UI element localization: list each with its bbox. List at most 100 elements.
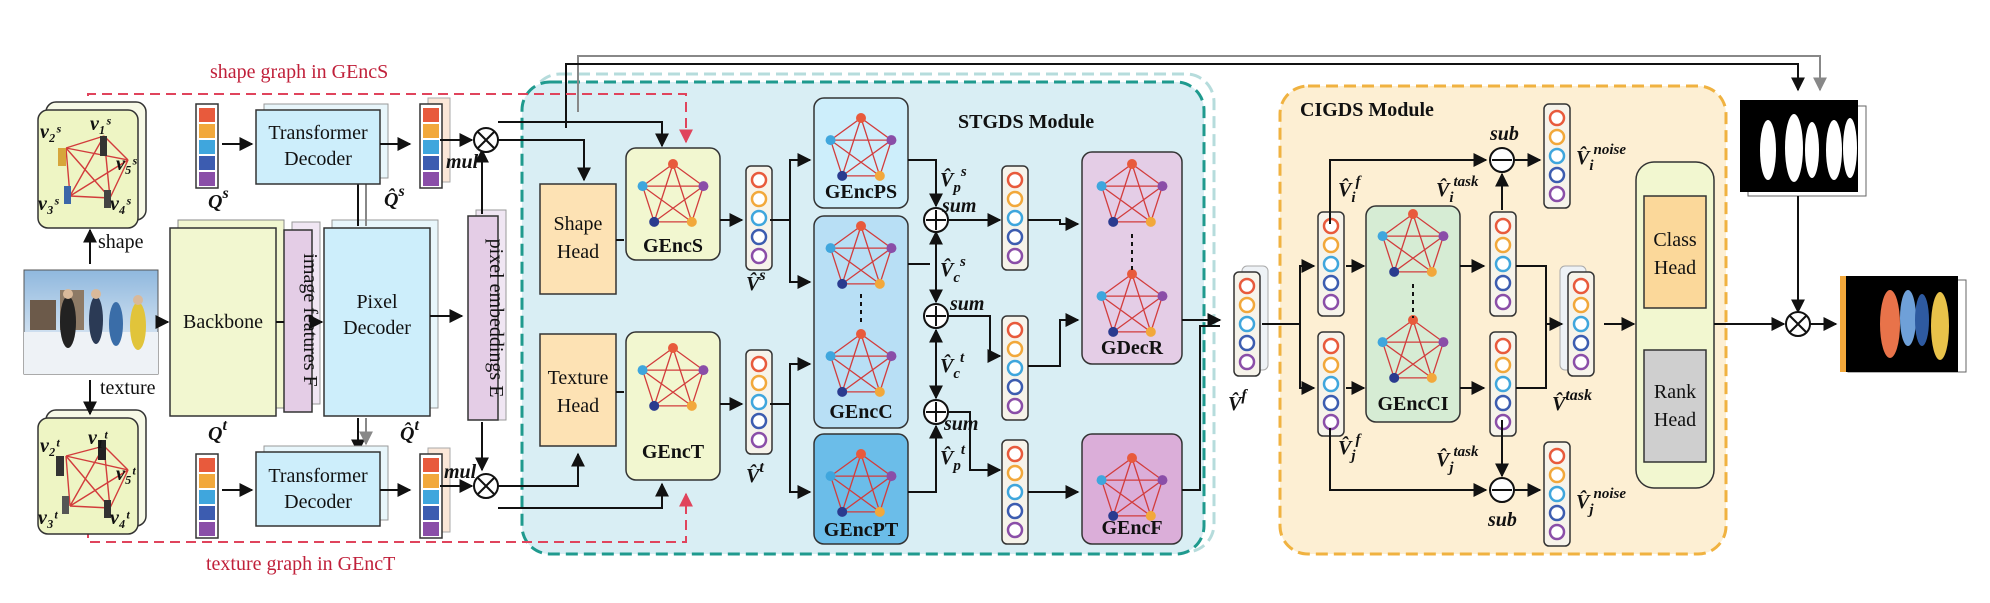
sum-label-3: sum bbox=[943, 413, 978, 435]
final-output bbox=[1840, 276, 1967, 373]
gencf-label: GEncF bbox=[1101, 517, 1162, 539]
shape-graph-label: shape graph in GEncS bbox=[210, 61, 388, 83]
graph-t-node-4: v₄ᵗ bbox=[110, 507, 131, 529]
token-stack bbox=[1559, 265, 1595, 377]
token-stack bbox=[1543, 441, 1571, 547]
texture-graph-label: texture graph in GEncT bbox=[206, 553, 395, 575]
graph-t-node-3: v₃ᵗ bbox=[38, 507, 59, 529]
label-vp-s: V̂ps bbox=[940, 164, 967, 196]
gencci-label: GEncCI bbox=[1377, 393, 1448, 415]
graph-t-node-5: v₅ᵗ bbox=[116, 463, 137, 485]
cigds-title: CIGDS Module bbox=[1300, 99, 1434, 121]
label-vp-t: V̂pt bbox=[940, 442, 966, 474]
sum-label-2: sum bbox=[949, 293, 984, 315]
gencc-label: GEncC bbox=[829, 401, 892, 423]
token-stack bbox=[419, 447, 451, 539]
token-stack bbox=[1233, 265, 1269, 377]
gencci-box bbox=[1365, 205, 1461, 423]
graph-icon bbox=[1096, 159, 1168, 227]
graph-s-node-3: v₃ˢ bbox=[38, 193, 60, 215]
token-stack bbox=[195, 103, 219, 189]
mul-label-bottom: mul bbox=[444, 461, 477, 483]
stgds-title: STGDS Module bbox=[958, 111, 1094, 133]
rank-head-label-1: Rank bbox=[1654, 381, 1696, 403]
token-stack bbox=[1001, 439, 1029, 545]
sub-label-top: sub bbox=[1489, 123, 1519, 145]
backbone-box bbox=[169, 227, 277, 417]
sum-circle-3 bbox=[923, 399, 949, 425]
query-hat-shape-label: Q̂s bbox=[384, 183, 405, 211]
shape-graph-panel: v₂ˢ v₁ˢ v₅ˢ v₃ˢ v₄ˢ bbox=[37, 101, 147, 229]
query-shape-label: Qs bbox=[208, 185, 229, 213]
texture-head-box bbox=[539, 333, 617, 447]
class-head-box bbox=[1643, 195, 1707, 309]
token-stack bbox=[1489, 211, 1517, 317]
shape-head-label-2: Head bbox=[557, 241, 599, 263]
token-stacks bbox=[195, 97, 1595, 547]
graph-icon bbox=[1377, 209, 1449, 277]
texture-graph-panel: v₂ᵗ v₁ᵗ v₅ᵗ v₃ᵗ v₄ᵗ bbox=[37, 409, 147, 535]
token-stack bbox=[195, 453, 219, 539]
rank-head-box bbox=[1643, 349, 1707, 463]
token-stack bbox=[1489, 331, 1517, 437]
token-stack bbox=[1543, 103, 1571, 209]
label-vi-task: V̂itask bbox=[1436, 174, 1479, 206]
gencs-box bbox=[625, 147, 721, 261]
mask-output bbox=[1740, 100, 1867, 197]
mul-label-top: mul bbox=[446, 151, 479, 173]
top-skip-arrow bbox=[577, 55, 1827, 112]
label-vi-f: V̂if bbox=[1338, 174, 1363, 206]
graph-icon bbox=[1377, 315, 1449, 383]
label-v-s: V̂s bbox=[746, 267, 766, 295]
graph-icon bbox=[1096, 269, 1168, 337]
texture-head-label-2: Head bbox=[557, 395, 599, 417]
graph-s-node-5: v₅ˢ bbox=[116, 153, 138, 175]
top-skip-arrow-2 bbox=[565, 63, 1805, 128]
graph-icon bbox=[825, 329, 897, 397]
token-stack bbox=[1317, 211, 1345, 317]
cigds-module bbox=[1278, 84, 1728, 556]
label-vj-task: V̂jtask bbox=[1436, 444, 1479, 476]
gencpt-label: GEncPT bbox=[824, 519, 899, 541]
sub-circle-top bbox=[1489, 147, 1515, 173]
label-v-task: V̂task bbox=[1552, 387, 1592, 415]
sum-circle-2 bbox=[923, 303, 949, 329]
sub-label-bottom: sub bbox=[1487, 509, 1517, 531]
graph-icon bbox=[825, 449, 897, 517]
graph-s-node-4: v₄ˢ bbox=[110, 193, 132, 215]
token-stack bbox=[419, 97, 451, 189]
input-image bbox=[23, 269, 159, 375]
label-vi-noise: V̂inoise bbox=[1576, 142, 1626, 174]
gencs-label: GEncS bbox=[643, 235, 703, 257]
graph-icon bbox=[825, 221, 897, 289]
transformer-decoder-top bbox=[255, 109, 381, 185]
rank-head-label-2: Head bbox=[1654, 409, 1696, 431]
gencpt-box bbox=[813, 433, 909, 545]
graph-icon bbox=[825, 113, 897, 181]
graph-s-node-1: v₁ˢ bbox=[90, 113, 112, 135]
label-vj-noise: V̂jnoise bbox=[1576, 486, 1626, 518]
graph-s-node-2: v₂ˢ bbox=[40, 121, 62, 143]
transformer-decoder-top-label-2: Decoder bbox=[284, 148, 352, 170]
mul-circle-top bbox=[473, 127, 499, 153]
token-stack bbox=[1001, 165, 1029, 271]
pixel-embeddings-box bbox=[467, 215, 499, 421]
image-features-box bbox=[283, 229, 313, 413]
gdecr-label: GDecR bbox=[1101, 337, 1164, 359]
sub-circle-bottom bbox=[1489, 477, 1515, 503]
pixel-decoder-label-2: Decoder bbox=[343, 317, 411, 339]
texture-head-label-1: Texture bbox=[548, 367, 609, 389]
transformer-decoder-bottom-label-2: Decoder bbox=[284, 491, 352, 513]
label-v-f: V̂f bbox=[1228, 387, 1248, 415]
token-stack bbox=[1317, 331, 1345, 437]
token-stack bbox=[745, 349, 773, 455]
query-texture-label: Qt bbox=[208, 417, 227, 445]
mul-circle-output bbox=[1785, 311, 1811, 337]
shape-head-box bbox=[539, 183, 617, 295]
graph-icon bbox=[637, 343, 709, 411]
graph-t-node-2: v₂ᵗ bbox=[40, 435, 61, 457]
gencps-label: GEncPS bbox=[825, 181, 897, 203]
graph-icon bbox=[1096, 453, 1168, 521]
texture-label: texture bbox=[100, 377, 156, 399]
